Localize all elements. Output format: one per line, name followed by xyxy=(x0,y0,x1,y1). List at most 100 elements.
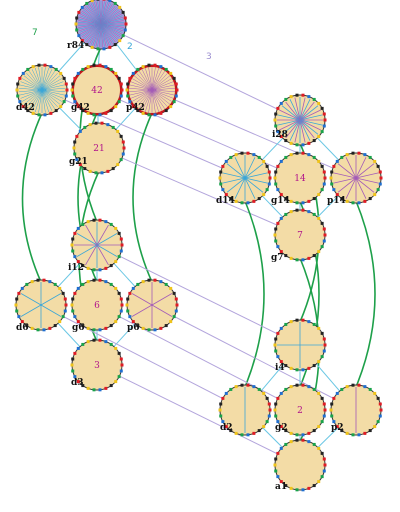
node-d14-rim-dot xyxy=(267,182,271,186)
node-g2-rim-dot xyxy=(320,396,324,400)
node-p14-spoke xyxy=(355,172,379,179)
node-d42-spoke xyxy=(31,89,43,111)
node-i12-rim-dot xyxy=(114,226,118,230)
edge-p14-p2 xyxy=(355,200,376,388)
node-d6-rim-dot xyxy=(30,326,34,330)
node-r84-spoke xyxy=(100,23,124,32)
node-d42-spoke xyxy=(19,84,43,91)
node-p6-rim-dot xyxy=(159,326,163,330)
node-p14-rim-dot xyxy=(329,176,333,180)
node-g21-rim-dot xyxy=(73,140,77,144)
node-g7-rim-dot xyxy=(307,256,311,260)
node-g42-rim-dot xyxy=(71,82,75,86)
node-g21-rim-dot xyxy=(111,125,115,129)
node-a1-rim-dot xyxy=(295,438,299,442)
node-p42-spoke xyxy=(151,89,166,110)
node-d2-rim-dot xyxy=(262,391,266,395)
node-d14-rim-dot xyxy=(219,182,223,186)
node-i28-spoke xyxy=(299,97,306,121)
node-g42-rim-dot xyxy=(86,111,90,115)
edge-p42-p14 xyxy=(151,89,357,179)
node-r84-spoke xyxy=(90,3,102,25)
node-p42-spoke xyxy=(133,89,153,105)
node-p2-rim-dot xyxy=(330,402,334,406)
edge-d42-d6 xyxy=(21,112,43,283)
node-d42-rim-dot xyxy=(64,82,68,86)
node-r84-spoke xyxy=(87,23,102,44)
node-d3: 3d3 xyxy=(70,338,124,392)
node-i12-rim-dot xyxy=(120,243,124,247)
node-p42-rim-dot xyxy=(175,88,179,92)
node-p14-spoke xyxy=(355,157,367,179)
node-a1-label: a1 xyxy=(275,482,287,492)
node-d6-rim-dot xyxy=(36,328,40,332)
node-p6-rim-dot xyxy=(174,297,178,301)
node-g42-rim-dot xyxy=(114,105,118,109)
node-i28-rim-dot xyxy=(276,106,280,110)
node-g7-rim-dot xyxy=(301,258,305,262)
node-i28-spoke xyxy=(299,119,319,135)
node-p42-spoke xyxy=(151,67,160,91)
node-g21-rim-dot xyxy=(100,171,104,175)
node-d42-spoke xyxy=(41,89,53,111)
node-p6-rim-dot xyxy=(164,282,168,286)
node-r84-spoke xyxy=(100,18,124,25)
node-p42-spoke xyxy=(148,67,153,91)
node-p42-spoke xyxy=(141,69,153,91)
node-i12-rim-dot xyxy=(71,249,75,253)
node-p42-rim-dot xyxy=(172,100,176,104)
node-r84-spoke xyxy=(100,10,121,25)
node-p6-rim-dot xyxy=(159,280,163,284)
node-d6: d6 xyxy=(14,278,68,333)
node-g7-rim-dot xyxy=(320,245,324,249)
node-r84-rim-dot xyxy=(118,39,122,43)
node-p14-rim-dot xyxy=(340,155,344,159)
node-d3-rim-dot xyxy=(92,338,96,342)
node-i4-rim-dot xyxy=(279,326,283,330)
node-d42-rim-dot xyxy=(18,76,22,80)
node-g14-rim-dot xyxy=(284,197,288,201)
node-d14-rim-dot xyxy=(219,170,223,174)
node-a1-rim-dot xyxy=(322,469,326,473)
node-r84-spoke xyxy=(80,12,102,25)
node-r84-rim-dot xyxy=(108,45,112,49)
node-i12-rim-dot xyxy=(104,266,108,270)
node-i4-rim-dot xyxy=(317,326,321,330)
node-i12-rim-dot xyxy=(98,218,102,222)
node-d3-rim-dot xyxy=(73,375,77,379)
node-i12-rim-dot xyxy=(76,226,80,230)
node-i4-rim-dot xyxy=(289,320,293,324)
node-g7-rim-dot xyxy=(322,227,326,231)
edge-i12-i4 xyxy=(96,244,301,346)
node-d42-rim-dot xyxy=(26,109,30,113)
node-g2: 2g2 xyxy=(273,383,327,437)
node-i12-rim-dot xyxy=(73,255,77,259)
node-r84-rim-dot xyxy=(74,22,78,26)
node-a1-rim-dot xyxy=(312,484,316,488)
edge-d3-a1 xyxy=(96,364,301,466)
node-d42-spoke xyxy=(23,89,43,105)
node-i28-label: i28 xyxy=(272,130,288,140)
node-d6-rim-dot xyxy=(61,291,65,295)
node-r84-spoke xyxy=(89,3,102,25)
node-d14-rim-dot xyxy=(224,193,228,197)
node-d2-rim-dot xyxy=(221,420,225,424)
node-i12-rim-dot xyxy=(86,220,90,224)
node-i28-rim-dot xyxy=(320,130,324,134)
node-g14-rim-dot xyxy=(279,159,283,163)
node-i28-rim-dot xyxy=(307,95,311,99)
node-g2-rim-dot xyxy=(284,429,288,433)
node-i4-label: i4 xyxy=(275,363,285,373)
edge-g42-g14 xyxy=(96,89,301,179)
node-a1-rim-dot xyxy=(320,475,324,479)
node-g21-rim-dot xyxy=(94,171,98,175)
node-i12-spoke xyxy=(85,224,98,246)
node-i28-rim-dot xyxy=(274,112,278,116)
node-g2-rim-dot xyxy=(276,420,280,424)
node-d42-spoke xyxy=(41,81,64,91)
node-d42-spoke xyxy=(19,88,43,91)
node-g14-rim-dot xyxy=(289,153,293,157)
node-g14-rim-dot xyxy=(320,188,324,192)
node-g2-rim-dot xyxy=(276,396,280,400)
node-d2: d2 xyxy=(218,383,272,437)
